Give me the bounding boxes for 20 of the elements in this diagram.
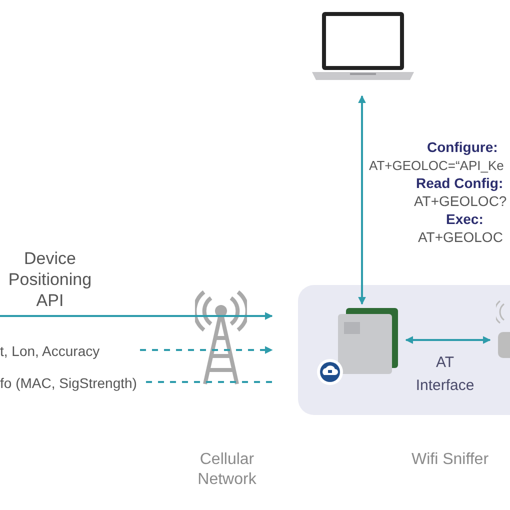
arrow	[358, 95, 366, 305]
edge-label: t, Lon, Accuracy	[0, 342, 101, 361]
command-text: AT+GEOLOC=“API_Ke	[369, 157, 504, 175]
edge-label: fo (MAC, SigStrength)	[0, 374, 138, 393]
arrow	[405, 336, 491, 344]
command-text: Read Config:	[416, 174, 504, 192]
laptop-picture	[310, 10, 416, 82]
command-text: Cellular Network	[196, 450, 258, 490]
module-panel	[298, 285, 510, 415]
command-text: AT+GEOLOC?	[414, 192, 507, 210]
edge-label: Device Positioning API	[7, 248, 93, 311]
arrow	[0, 312, 273, 320]
command-text: Wifi Sniffer	[410, 450, 490, 470]
edge-label: AT Interface	[414, 353, 476, 396]
command-text: Configure:	[427, 138, 498, 156]
module-picture	[316, 306, 400, 388]
arrow	[140, 346, 273, 354]
cell-tower-picture	[195, 290, 247, 386]
command-text: AT+GEOLOC	[418, 228, 503, 246]
command-text: Exec:	[446, 210, 484, 228]
